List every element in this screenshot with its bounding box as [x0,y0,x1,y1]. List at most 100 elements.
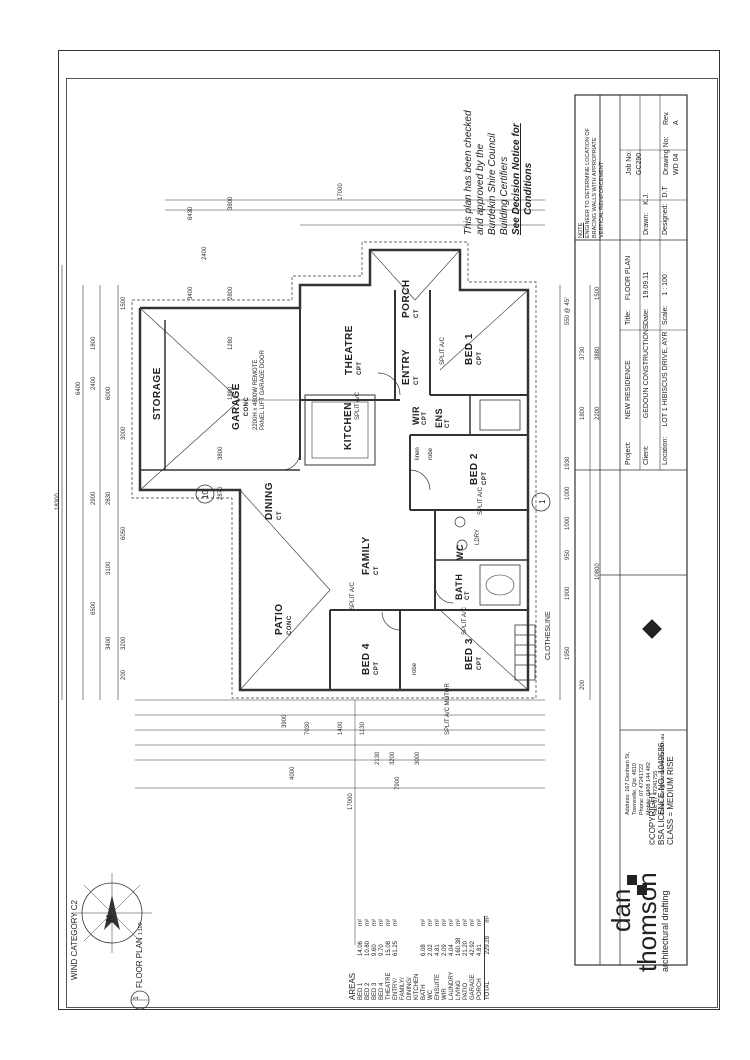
split-ac-label: SPLIT A/C [478,487,484,515]
date-value: 19.09.11 [643,271,650,299]
title-block-client: Client: GEDOUN CONSTRUCTIONS [643,324,650,465]
areas-row-unit: m² [428,919,434,926]
dims-right: 1000 [565,516,571,530]
areas-row-value: 2.02 [428,944,434,956]
room-patio: PATIO CONC [274,603,295,635]
room-patio-label: PATIO [274,603,285,635]
room-bath-label: BATH [454,573,464,600]
note-line: ENGINEER TO DETERMINE LOCATION OF [585,127,591,238]
room-entry: ENTRY CT [401,348,422,385]
room-ens-sub: CT [445,419,451,428]
areas-row: WC 2.02 m² [428,916,435,1000]
areas-row-unit: m² [379,919,385,926]
scale-value: 1 : 100 [662,274,669,296]
dims-right: 1000 [565,486,571,500]
location-value: LOT 1 HIBISCUS DRIVE, AYR [662,331,669,427]
room-porch-sub: CT [414,309,420,318]
room-patio-sub: CONC [287,615,293,635]
areas-row-value: 10.80 [365,940,371,956]
engineer-note: NOTE ENGINEER TO DETERMINE LOCATION OF B… [578,128,606,238]
room-ens-label: ENS [434,407,444,428]
dims-left: 3100 [106,561,112,575]
company-address: Address: 167 Denham St, [625,752,631,815]
areas-row-unit: m² [442,919,448,926]
areas-row: THEATRE15.08m² [386,916,393,1000]
north-label: N [105,914,116,922]
dims-right: 1500 [595,286,601,300]
room-bath-sub: CT [465,591,471,600]
dims-left: 6500 [91,601,97,615]
building-class: CLASS = MEDIUM RISE [666,756,675,845]
room-ldry: LDRY [475,529,481,545]
title-block-drawing-no: Drawing No: WD 04 [662,136,682,175]
robe-label: robe [428,447,434,460]
dims-bottom-overall: 17000 [348,793,354,810]
areas-row-name: BED 3 [372,982,378,1000]
stamp-line: and approved by the [475,143,486,235]
areas-row: BED 114.06m² [358,916,365,1000]
clothesline-label: CLOTHESLINE [545,611,552,660]
room-family-sub: CT [374,566,380,575]
dims-top: 1280 [228,336,234,350]
areas-heading: AREAS [348,972,357,1000]
garage-door-line: PANEL LIFT GARAGE DOOR [260,350,266,430]
dims-top-overall: 17000 [338,183,344,200]
dims-right: 2200 [595,406,601,420]
drawn-label: Drawn: [643,212,650,235]
title-block-project: Project: NEW RESIDENCE [625,360,632,465]
title-block-scale: Scale: 1 : 100 [662,274,669,325]
dims-bottom: 3000 [415,751,421,765]
areas-row-value: 160.38 [456,937,462,956]
dims-bottom: 1130 [360,722,366,735]
areas-row-name: PORCH [477,978,483,1000]
dims-right: 1800 [580,406,586,420]
drawing-border [66,78,718,1008]
room-porch: PORCH CT [401,279,422,318]
areas-row: BATH6.08m² [421,916,428,1000]
room-entry-label: ENTRY [401,348,412,385]
room-bed1: BED 1 CPT [464,333,485,365]
room-bed4-label: BED 4 [361,643,372,675]
areas-row: ENSUITE4.81m² [435,916,442,1000]
room-theatre-label: THEATRE [344,325,355,375]
areas-row-name: WC [428,990,434,1000]
room-bed4: BED 4 CPT [361,643,382,675]
dims-right: 3730 [580,346,586,360]
room-bed2-sub: CPT [482,471,488,486]
designed-value: D.T [662,186,669,198]
room-bed2: BED 2 CPT [469,453,490,486]
dims-bottom: 2130 [375,751,381,765]
room-porch-label: PORCH [401,279,412,318]
project-value: NEW RESIDENCE [625,360,632,420]
licence-number: BSA LICENCE NO. 1049586 [657,742,666,845]
dims-top: 3800 [228,196,234,210]
areas-row-name: BATH [421,984,427,1000]
drawing-no-value: WD 04 [673,153,680,175]
dims-bottom: 7900 [395,776,401,790]
copyright: ©COPYRIGHT [648,791,657,845]
client-value: GEDOUN CONSTRUCTIONS [643,324,650,419]
title-block-location: Location: LOT 1 HIBISCUS DRIVE, AYR [662,332,669,465]
title-block-title: Title: FLOOR PLAN [625,256,632,325]
areas-total-unit: m² [485,915,491,923]
rev-label: Rev. [663,111,670,125]
areas-row-unit: m² [435,919,441,926]
split-ac-label: SPLIT A/C [440,337,446,365]
company-name: dan thomson architectural drafting [606,872,671,972]
areas-row-name: BED 1 [358,982,364,1000]
areas-row: BED 210.80m² [365,916,372,1000]
company-licence: ©COPYRIGHT BSA LICENCE NO. 1049586 CLASS… [648,743,675,845]
areas-row-value: 15.08 [386,940,392,956]
room-dining-sub: CT [277,511,283,520]
room-dining-label: DINING [264,482,275,520]
areas-row-name: THEATRE [386,972,392,1000]
dims-left: 2830 [106,491,112,505]
room-bath: BATH CT [454,573,473,600]
areas-row-value: 2.09 [442,944,448,956]
areas-total-row: TOTAL 229.28 m² [484,915,492,1000]
title-block-job: Job No: GC290 [625,151,645,175]
title-value: FLOOR PLAN [625,255,632,301]
drawing-title: FLOOR PLAN 1:100 [135,923,144,988]
stamp-line: This plan has been checked [463,110,474,235]
scale-label: Scale: [662,305,669,325]
